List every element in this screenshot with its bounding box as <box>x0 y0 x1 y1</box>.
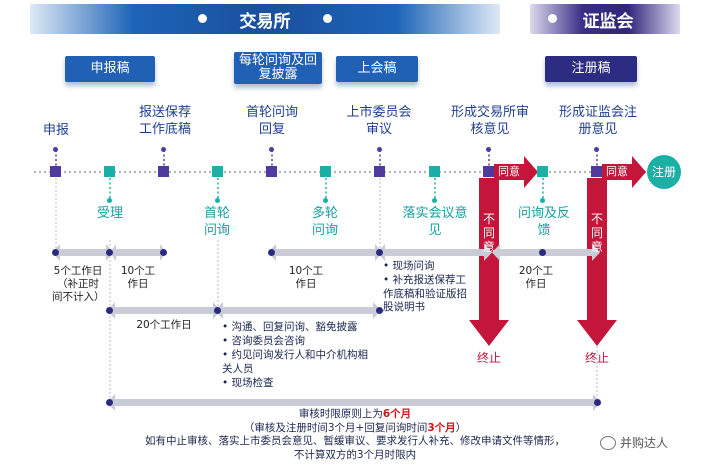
footer-line-4: 不计算双方的3个月时限内 <box>293 448 417 461</box>
label-exchange-opinion: 形成交易所审核意见 <box>450 105 529 137</box>
agree-arrow-2 <box>602 156 646 188</box>
reply-disclosure-label: 每轮问询及回复披露 <box>238 53 317 82</box>
duration-5-days: 5个工作日（补正时间不计入） <box>52 265 105 303</box>
bar-implement <box>384 249 484 256</box>
node-exchange-opinion <box>483 166 494 177</box>
inquiry-bullet: • 现场检查 <box>222 377 274 389</box>
node-accept <box>104 166 115 177</box>
registration-draft-label: 注册稿 <box>571 61 611 76</box>
bar-end-dot <box>160 249 167 256</box>
meeting-bullet: • 补充报送保荐工作底稿和验证版招股说明书 <box>383 274 467 313</box>
disagree-arrow-1 <box>469 178 509 346</box>
bar-6-months <box>115 399 593 406</box>
bar-10-days-a <box>116 249 160 256</box>
register-label: 注册 <box>651 165 676 179</box>
label-csrc-opinion: 形成证监会注册意见 <box>558 105 637 137</box>
bar-end-dot <box>268 249 275 256</box>
dot-apply <box>53 147 58 152</box>
node-first-reply <box>266 166 277 177</box>
label-submit-records: 报送保荐工作底稿 <box>138 105 191 137</box>
meeting-bullet: • 现场问询 <box>383 260 435 272</box>
listing-draft-box: 上会稿 <box>336 56 418 82</box>
reply-disclosure-box: 每轮问询及回复披露 <box>234 52 322 84</box>
bar-20-days-a <box>115 307 213 314</box>
node-committee <box>374 166 385 177</box>
dot-implement <box>432 198 437 203</box>
csrc-header: 证监会 <box>530 4 680 34</box>
header-dot-icon <box>198 14 207 23</box>
review-time-note: 审核时限原则上为6个月 （审核及注册时间3个月+回复问询时间3个月） 如有中止审… <box>100 408 610 462</box>
inquiry-bullet: • 咨询委员会咨询 <box>222 335 306 347</box>
bar-end-dot <box>214 307 221 314</box>
node-apply <box>50 166 61 177</box>
application-draft-label: 申报稿 <box>90 61 130 76</box>
bar-10-days-b <box>275 249 375 256</box>
bar-5-days <box>60 249 106 256</box>
exchange-header: 交易所 <box>30 4 500 34</box>
label-accept: 受理 <box>96 206 123 221</box>
watermark: 并购达人 <box>600 434 668 451</box>
node-feedback <box>537 166 548 177</box>
duration-20-days-b: 20个工作日 <box>518 265 554 290</box>
label-inquiry-feedback: 问询及反馈 <box>518 206 571 238</box>
disagree-label-1: 不同意 <box>482 212 495 254</box>
node-multi-inquiry <box>320 166 331 177</box>
bar-end-dot <box>106 307 113 314</box>
dot-committee <box>377 147 382 152</box>
register-circle <box>647 155 681 189</box>
dot-accept <box>107 198 112 203</box>
bar-end-dot <box>376 307 383 314</box>
watermark-label: 并购达人 <box>620 436 669 450</box>
label-first-inquiry: 首轮问询 <box>203 206 230 238</box>
header-dot-icon <box>548 14 557 23</box>
agree-label-1: 同意 <box>498 165 520 178</box>
label-apply: 申报 <box>42 123 69 138</box>
disagree-label-2: 不同意 <box>590 212 603 254</box>
bar-end-dot <box>106 399 113 406</box>
dot-exchange-opinion <box>486 147 491 152</box>
node-csrc-opinion <box>591 166 602 177</box>
inquiry-bullet: • 沟通、回复问询、豁免披露 <box>222 321 358 333</box>
dot-first-reply <box>269 147 274 152</box>
bar-20-days-b <box>500 249 592 256</box>
dot-feedback <box>540 198 545 203</box>
bar-end-dot <box>376 249 383 256</box>
inquiry-bullet: • 约见问询发行人和中介机构相关人员 <box>222 349 369 375</box>
bar-end-dot <box>52 249 59 256</box>
dot-csrc-opinion <box>594 147 599 152</box>
label-multi-inquiry: 多轮问询 <box>311 206 338 238</box>
application-draft-box: 申报稿 <box>65 56 155 82</box>
footer-line-1: 审核时限原则上为6个月 <box>298 408 412 420</box>
node-first-inquiry <box>212 166 223 177</box>
bar-end-dot <box>539 249 546 256</box>
agree-arrow-1 <box>494 156 538 188</box>
registration-draft-box: 注册稿 <box>545 56 637 82</box>
terminate-label-2: 终止 <box>584 351 609 365</box>
duration-10-days-a: 10个工作日 <box>120 265 156 290</box>
label-first-reply: 首轮问询回复 <box>246 105 299 137</box>
terminate-label-1: 终止 <box>476 351 501 365</box>
exchange-header-label: 交易所 <box>239 11 291 32</box>
label-committee-review: 上市委员会审议 <box>346 105 412 137</box>
node-implement <box>429 166 440 177</box>
label-implement-opinion: 落实会议意见 <box>402 206 468 238</box>
duration-20-days-a: 20个工作日 <box>136 319 192 331</box>
footer-line-2: （审核及注册时间3个月+回复问询时间3个月） <box>243 421 467 434</box>
bar-end-dot <box>594 399 601 406</box>
footer-line-3: 如有中止审核、落实上市委员会意见、暂缓审议、要求发行人补充、修改申请文件等情形， <box>145 435 565 447</box>
dot-multi-inquiry <box>323 198 328 203</box>
header-dot-icon <box>323 14 332 23</box>
bar-multi-inquiry <box>223 307 373 314</box>
agree-label-2: 同意 <box>606 165 628 178</box>
disagree-arrow-2 <box>577 178 617 346</box>
duration-10-days-b: 10个工作日 <box>288 265 324 290</box>
bar-end-dot <box>106 249 113 256</box>
csrc-header-label: 证监会 <box>582 11 634 32</box>
node-submit <box>158 166 169 177</box>
listing-draft-label: 上会稿 <box>357 61 397 76</box>
dot-submit <box>161 147 166 152</box>
wechat-icon <box>600 435 616 450</box>
dot-first-inquiry <box>215 198 220 203</box>
